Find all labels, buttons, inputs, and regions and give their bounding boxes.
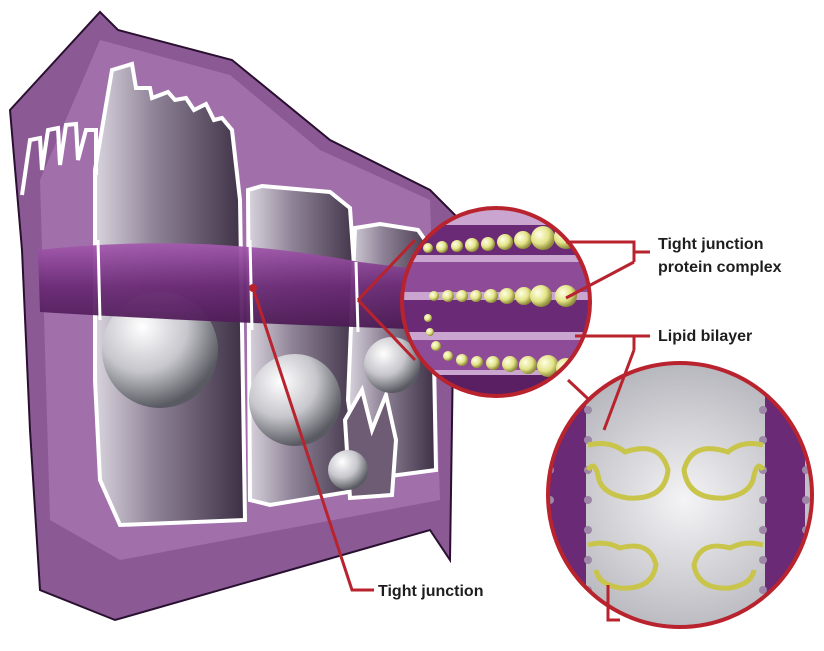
epithelium-block xyxy=(10,12,455,620)
zoom-circle-bilayer xyxy=(540,360,824,640)
bilayer-right xyxy=(765,380,805,640)
membrane-stripe-4 xyxy=(400,340,600,370)
label-lipid-bilayer: Lipid bilayer xyxy=(658,328,752,345)
label-tj-complex-line1: Tight junction xyxy=(658,236,763,253)
nucleus-middle xyxy=(249,354,341,446)
label-tight-junction: Tight junction xyxy=(378,583,483,600)
nucleus-small xyxy=(328,450,368,490)
label-tj-complex-line2: protein complex xyxy=(658,259,782,276)
bilayer-left xyxy=(550,380,586,640)
